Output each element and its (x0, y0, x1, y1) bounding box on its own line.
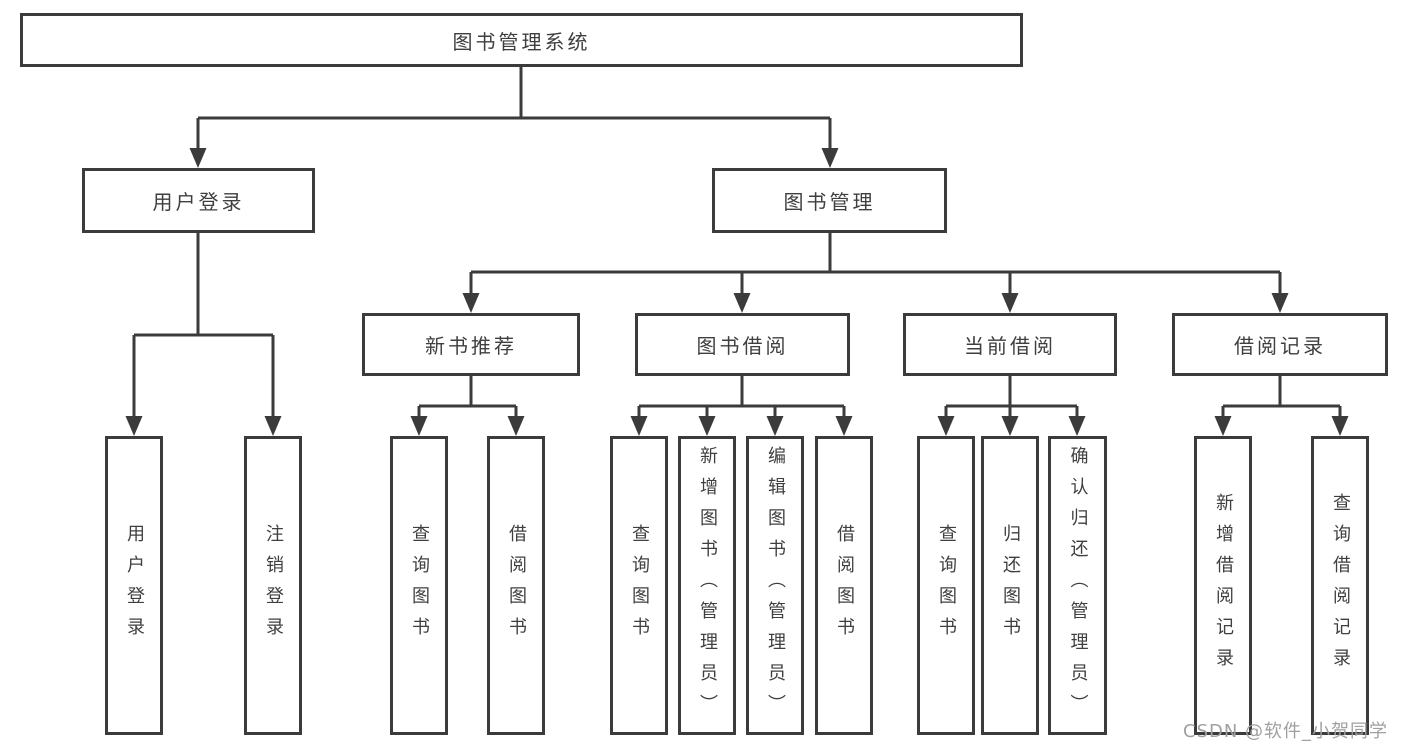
node-book-management: 图书管理 (712, 168, 947, 233)
leaf-logout: 注销登录 (244, 436, 302, 735)
node-current-borrowing: 当前借阅 (903, 313, 1117, 376)
leaf-add-borrow-record: 新增借阅记录 (1194, 436, 1252, 735)
leaf-return-books: 归还图书 (981, 436, 1039, 735)
leaf-borrow-books-recommend: 借阅图书 (487, 436, 545, 735)
node-new-book-recommendation: 新书推荐 (362, 313, 580, 376)
leaf-query-books-borrowing: 查询图书 (610, 436, 668, 735)
csdn-watermark: CSDN @软件_小贺同学 (1183, 721, 1389, 742)
leaf-user-login: 用户登录 (105, 436, 163, 735)
leaf-borrow-books: 借阅图书 (815, 436, 873, 735)
node-borrowing-records: 借阅记录 (1172, 313, 1388, 376)
leaf-add-books-admin: 新增图书（管理员） (678, 436, 736, 735)
leaf-query-books-recommend: 查询图书 (390, 436, 448, 735)
leaf-confirm-return-admin: 确认归还（管理员） (1048, 436, 1107, 735)
leaf-edit-books-admin: 编辑图书（管理员） (746, 436, 804, 735)
node-book-borrowing: 图书借阅 (635, 313, 850, 376)
leaf-query-borrow-record: 查询借阅记录 (1311, 436, 1369, 735)
node-library-management-system: 图书管理系统 (20, 13, 1023, 67)
node-user-login: 用户登录 (82, 168, 315, 233)
leaf-query-books-current: 查询图书 (917, 436, 975, 735)
